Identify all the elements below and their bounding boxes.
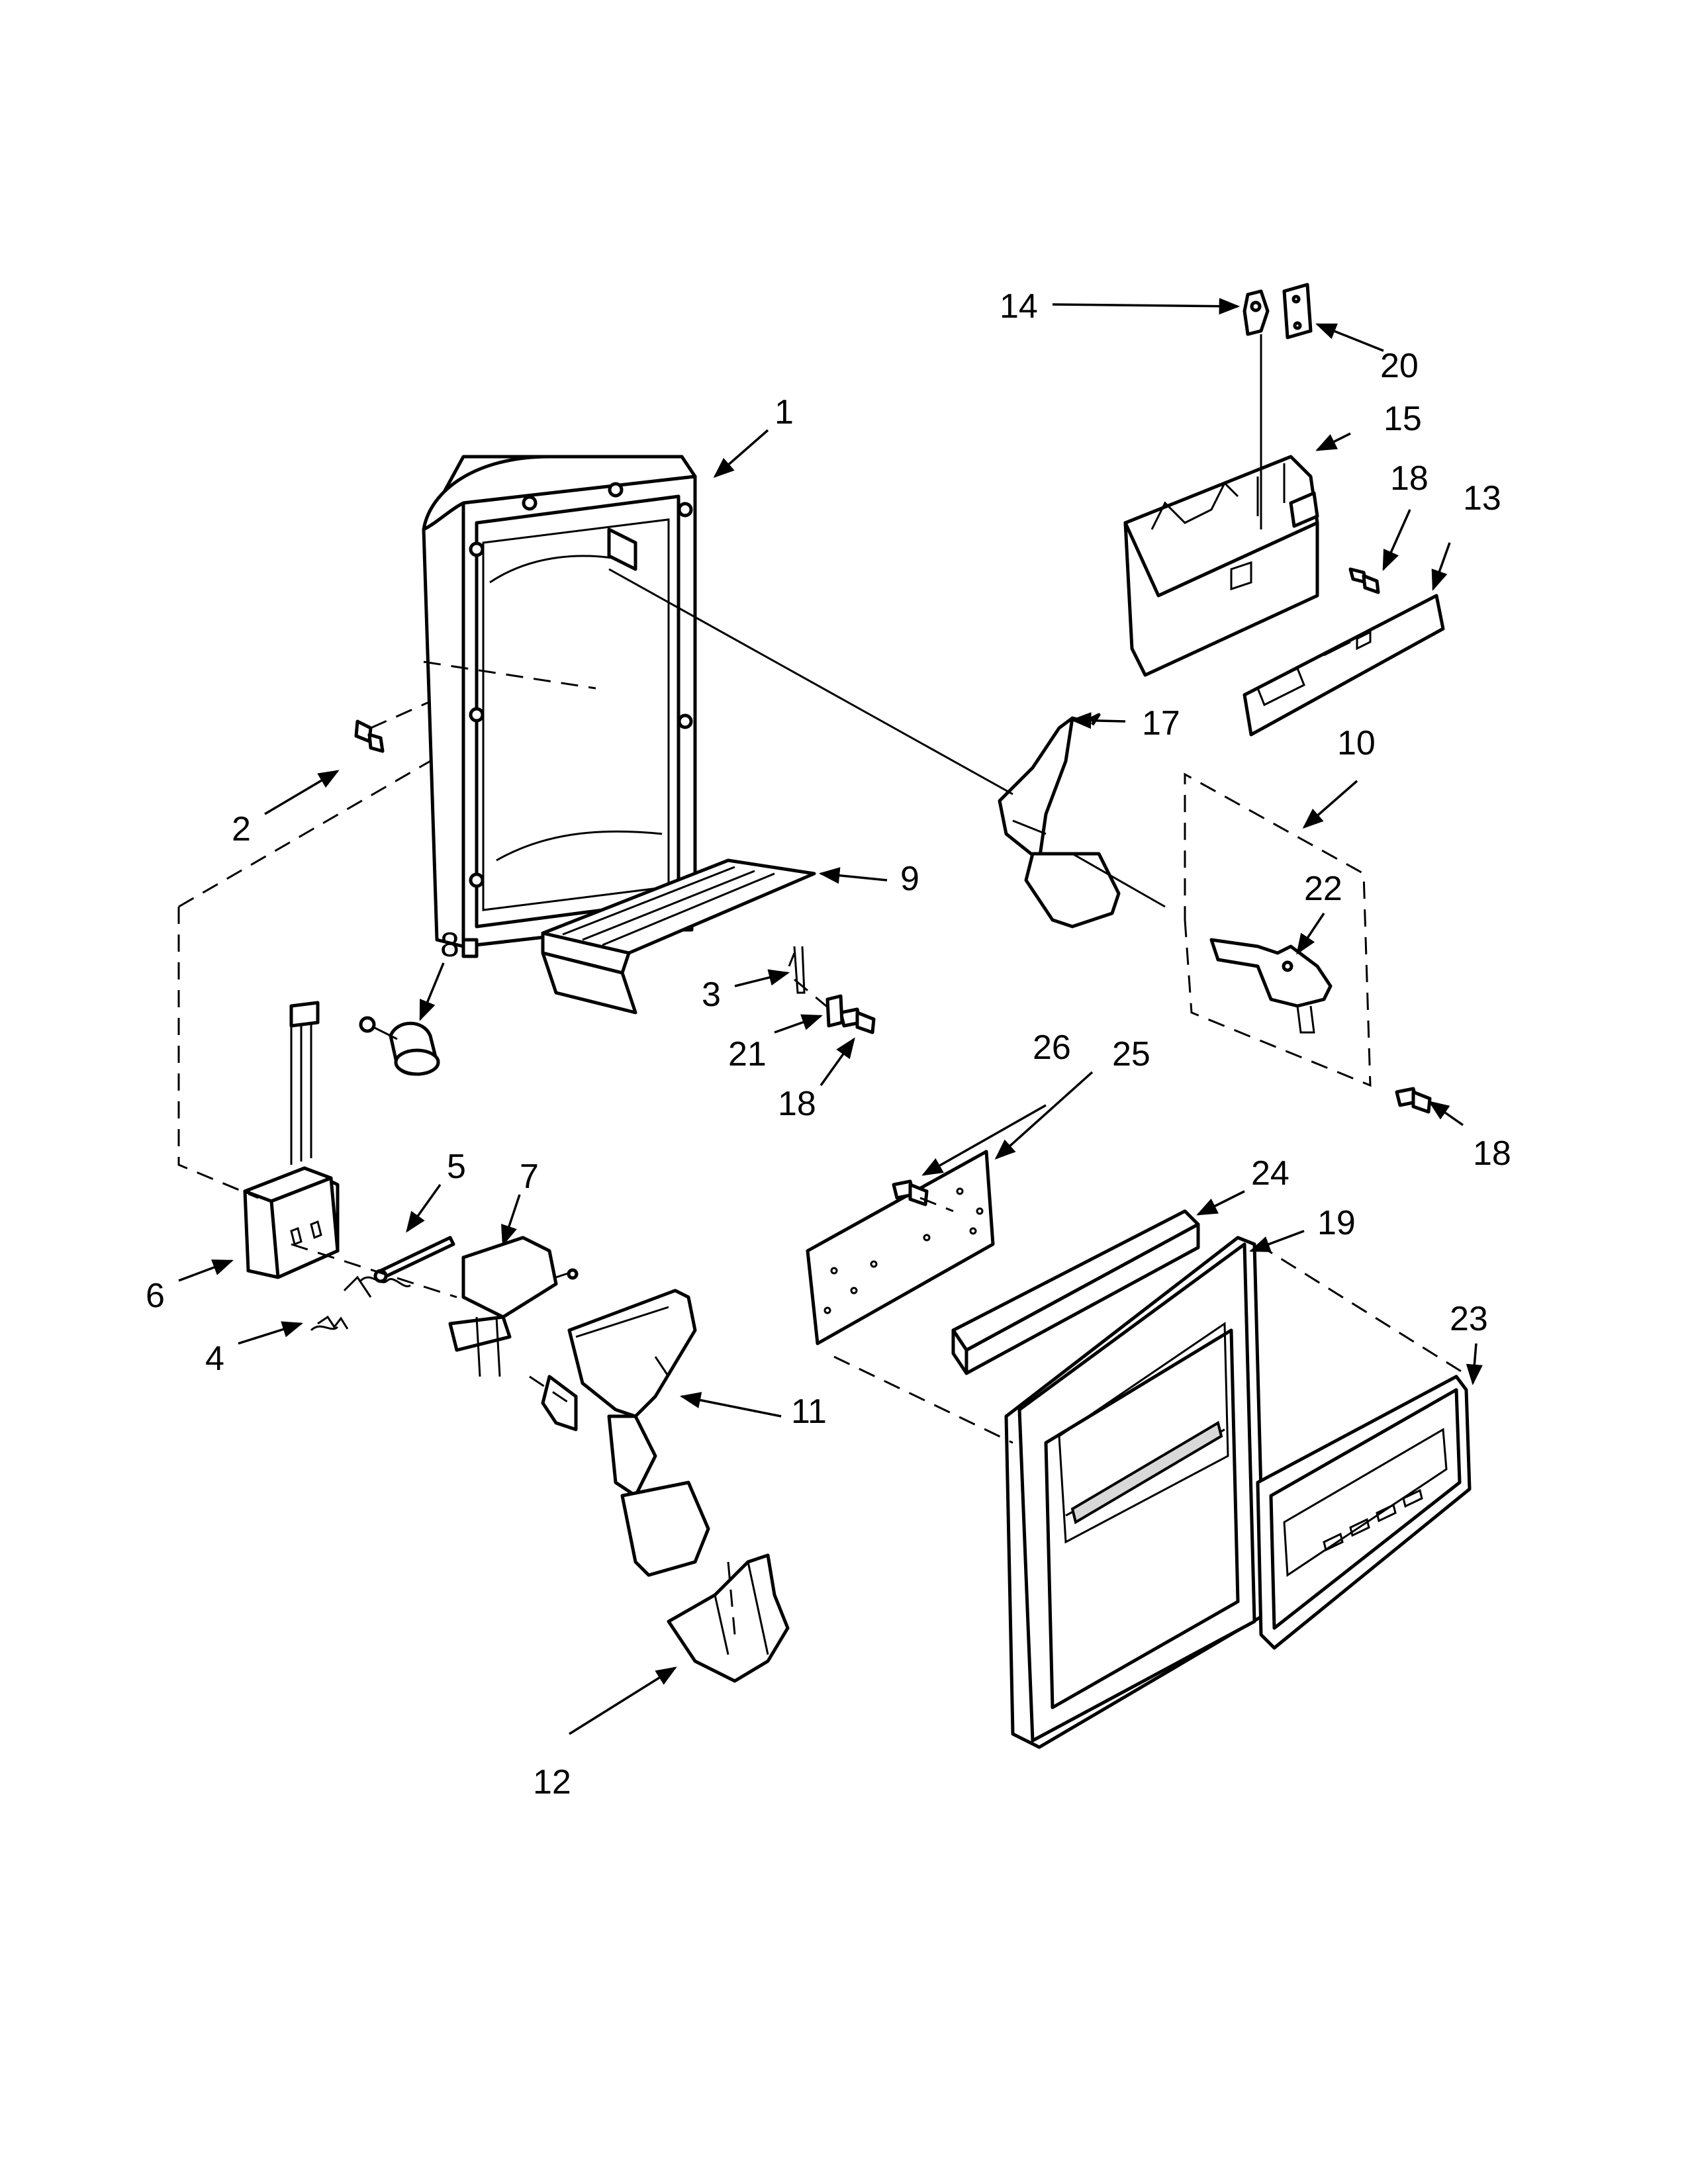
part-21-insulator [825,994,844,1028]
part-14-switch [1243,289,1270,336]
part-20-insulator [1282,283,1313,340]
callout-14: 14 [1000,287,1038,326]
callout-2: 2 [232,810,251,848]
part-19-front-frame [1004,1236,1266,1749]
part-3-spring-clip [788,946,806,994]
part-22-water-valve-lever [1209,938,1333,1034]
part-18-screw-c [1395,1087,1432,1114]
callout-17: 17 [1142,704,1180,743]
part-2-screw [354,719,385,753]
part-24-trim-bar [951,1209,1200,1375]
part-18-screw-b [839,1007,876,1034]
callout-6: 6 [146,1277,165,1315]
part-7-lever-bracket [448,1236,579,1377]
callout-9: 9 [900,860,919,898]
callout-21: 21 [728,1035,767,1073]
part-6-actuator-module [243,1001,340,1279]
part-1-dispenser-housing [422,455,697,958]
callout-8: 8 [440,926,459,964]
callout-18-a: 18 [1390,459,1429,498]
callout-23: 23 [1450,1300,1488,1338]
callout-11: 11 [791,1392,827,1431]
callout-7: 7 [520,1158,539,1196]
callout-25: 25 [1112,1035,1150,1073]
callout-3: 3 [702,976,721,1014]
callout-12: 12 [533,1763,571,1801]
callout-10: 10 [1337,724,1376,762]
part-25-board-plate [806,1150,995,1345]
callout-5: 5 [447,1148,466,1186]
part-17-water-actuator [998,713,1121,929]
callout-20: 20 [1380,347,1419,385]
callout-24: 24 [1251,1154,1289,1193]
callout-4: 4 [205,1340,224,1378]
part-12-ice-chute [667,1553,790,1683]
part-18-screw-a [1348,567,1380,594]
callout-13: 13 [1463,479,1501,518]
callout-1: 1 [774,393,794,432]
part-13-control-board [1243,594,1445,737]
part-11-ice-actuator [541,1289,710,1577]
callout-18-b: 18 [778,1085,816,1123]
part-10-assembly-outline [1184,772,1372,1087]
callout-19: 19 [1317,1204,1356,1242]
part-4-springs [310,1275,411,1332]
part-9-drip-tray [541,858,816,1015]
callout-22: 22 [1304,870,1342,908]
callout-26: 26 [1033,1028,1071,1067]
part-23-front-panel [1256,1375,1472,1650]
part-15-bracket [1123,455,1319,677]
part-8-solenoid [359,1016,440,1076]
callout-18-c: 18 [1473,1134,1511,1173]
callout-15: 15 [1383,400,1422,438]
